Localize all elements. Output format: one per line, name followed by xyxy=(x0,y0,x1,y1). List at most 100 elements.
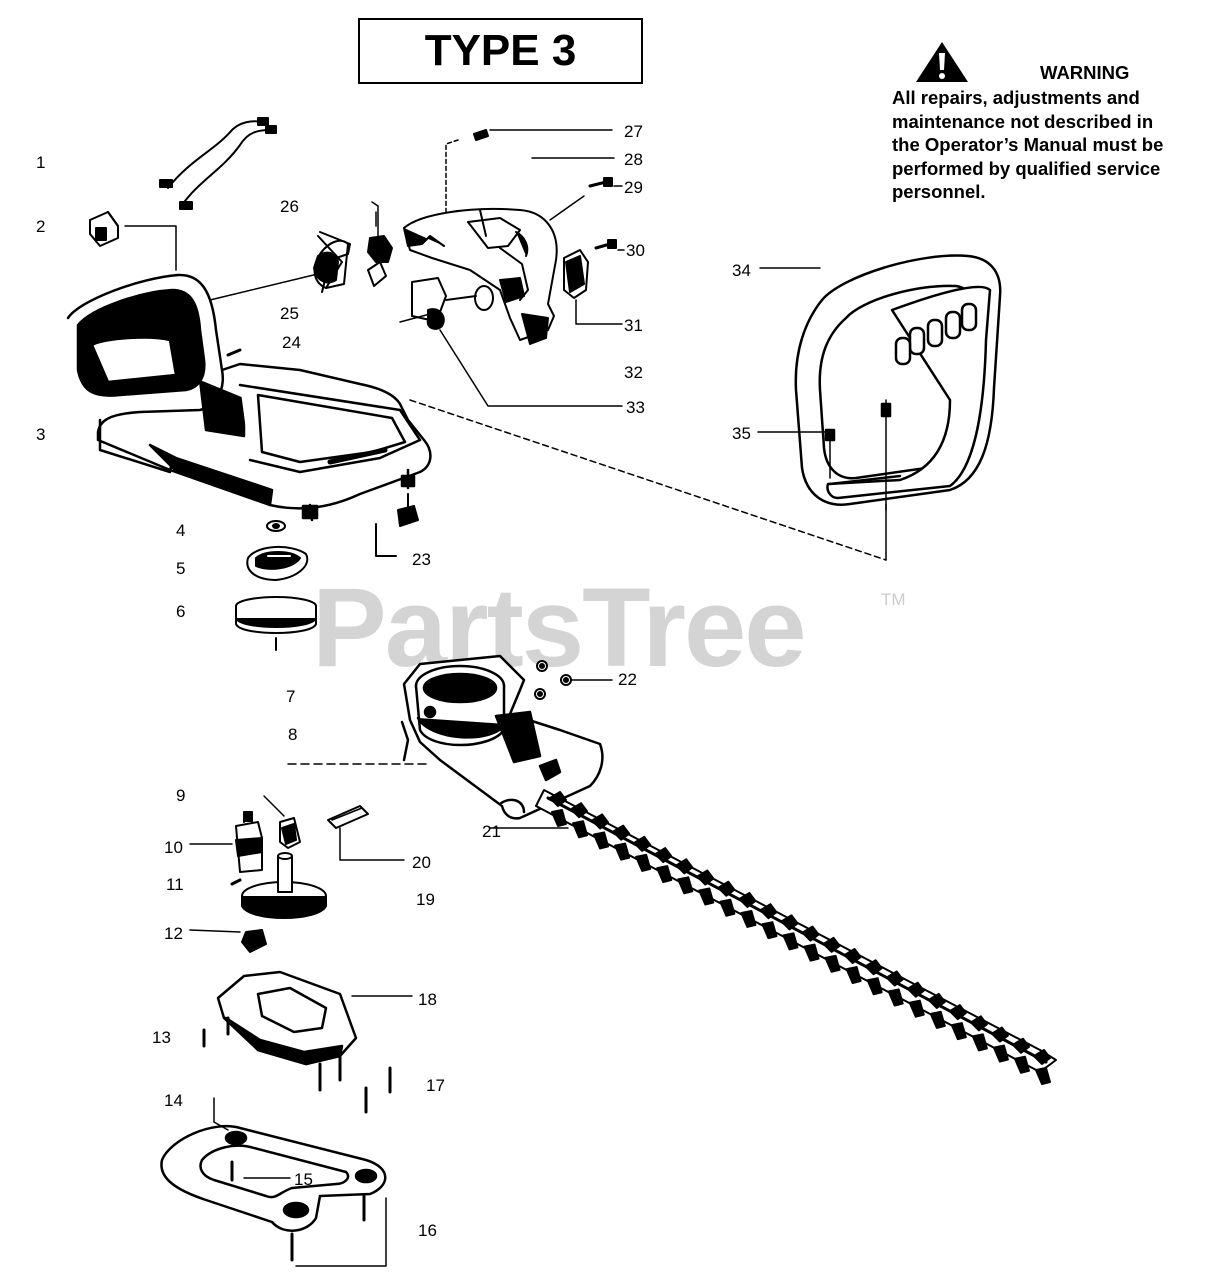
blade-tooth xyxy=(761,921,778,940)
callout-23: 23 xyxy=(412,550,431,569)
callout-14: 14 xyxy=(164,1091,183,1110)
warning-line: performed by qualified service xyxy=(892,157,1161,179)
screws-16 xyxy=(290,1194,387,1267)
callout-18: 18 xyxy=(418,990,437,1009)
pinion-part xyxy=(189,811,263,873)
callout-21: 21 xyxy=(482,822,501,841)
blade-tooth xyxy=(929,1010,946,1029)
washer-part xyxy=(266,520,286,532)
rear-handle-part xyxy=(66,273,432,522)
blade-tooth xyxy=(759,903,778,920)
blade-tooth xyxy=(927,992,946,1009)
blade-tooth xyxy=(740,909,757,928)
callout-2: 2 xyxy=(36,217,46,236)
warning-triangle-icon xyxy=(916,42,968,82)
callout-27: 27 xyxy=(624,122,643,141)
callout-17: 17 xyxy=(426,1076,445,1095)
gear-cover-part xyxy=(216,970,413,1066)
callout-3: 3 xyxy=(36,425,46,444)
grommet-part xyxy=(375,493,419,557)
callout-26: 26 xyxy=(280,197,299,216)
callout-5: 5 xyxy=(176,559,186,578)
blade-tooth xyxy=(782,932,799,951)
blade-tooth xyxy=(971,1033,988,1052)
callout-22: 22 xyxy=(618,670,637,689)
callout-10: 10 xyxy=(164,838,183,857)
wire-harness-part xyxy=(159,117,277,210)
callout-25: 25 xyxy=(280,304,299,323)
callout-16: 16 xyxy=(418,1221,437,1240)
blade-tooth xyxy=(990,1026,1009,1043)
blade-tooth xyxy=(633,835,652,852)
callout-7: 7 xyxy=(286,687,296,706)
screw-29 xyxy=(588,177,613,188)
callout-20: 20 xyxy=(412,853,431,872)
nut-12 xyxy=(189,929,267,953)
callout-35: 35 xyxy=(732,424,751,443)
ring-part xyxy=(235,596,317,651)
trigger-part xyxy=(399,277,494,330)
callout-19: 19 xyxy=(416,890,435,909)
blade-tooth xyxy=(948,1004,967,1021)
callout-11: 11 xyxy=(166,875,184,894)
blade-tooth xyxy=(803,943,820,962)
callout-15: 15 xyxy=(294,1170,313,1189)
callout-4: 4 xyxy=(176,521,186,540)
blade-tooth xyxy=(635,853,652,872)
callout-28: 28 xyxy=(624,150,643,169)
blade-tooth xyxy=(698,887,715,906)
blade-tooth xyxy=(885,970,904,987)
blade-tooth xyxy=(908,999,925,1018)
blade-tooth xyxy=(1011,1037,1030,1054)
screw-30 xyxy=(594,239,617,250)
warning-line: the Operator’s Manual must be xyxy=(892,134,1164,155)
callout-31: 31 xyxy=(624,316,643,335)
blade-tooth xyxy=(969,1015,988,1032)
switch-part xyxy=(89,211,119,247)
type-label: TYPE 3 xyxy=(358,18,643,84)
blade-tooth xyxy=(572,820,589,839)
callout-32: 32 xyxy=(624,363,643,382)
screw-15 xyxy=(230,1160,291,1182)
screw-13 xyxy=(202,1016,230,1048)
callout-29: 29 xyxy=(624,178,643,197)
blade-tooth xyxy=(612,824,631,841)
connecting-rod-part xyxy=(327,805,405,861)
blade-tooth xyxy=(1033,1049,1051,1065)
blade-tooth xyxy=(866,977,883,996)
warning-notice: WARNING All repairs, adjustments and mai… xyxy=(892,40,1197,204)
callout-8: 8 xyxy=(288,725,298,744)
blade-tooth xyxy=(780,914,799,931)
blade-tooth xyxy=(992,1044,1009,1063)
callout-13: 13 xyxy=(152,1028,171,1047)
blade-tooth xyxy=(824,954,841,973)
blade-tooth xyxy=(675,858,694,875)
bushing-part xyxy=(263,795,301,849)
blade-tooth xyxy=(950,1022,967,1041)
blade-tooth xyxy=(549,791,567,807)
blade-tooth xyxy=(719,898,736,917)
blade-tooth xyxy=(1035,1067,1051,1085)
blade-tooth xyxy=(864,959,883,976)
blade-tooth xyxy=(677,876,694,895)
blade-tooth xyxy=(801,925,820,942)
callout-9: 9 xyxy=(176,786,186,805)
blade-tooth xyxy=(570,802,589,819)
nut-22 xyxy=(534,660,613,700)
blade-tooth xyxy=(591,813,610,830)
blade-tooth xyxy=(1013,1055,1030,1074)
handle-cover-part xyxy=(563,249,589,299)
blade-tooth xyxy=(845,966,862,985)
blade-tooth xyxy=(614,842,631,861)
gear-housing-part xyxy=(400,654,604,820)
warning-line: personnel. xyxy=(892,181,986,202)
callout-30: 30 xyxy=(626,241,645,260)
front-guard-part xyxy=(794,254,1002,511)
cutter-blade-part xyxy=(535,789,1057,1085)
callout-12: 12 xyxy=(164,924,183,943)
warning-text: All repairs, adjustments and maintenance… xyxy=(892,86,1197,204)
warning-title: WARNING xyxy=(1040,62,1130,84)
callout-6: 6 xyxy=(176,602,186,621)
